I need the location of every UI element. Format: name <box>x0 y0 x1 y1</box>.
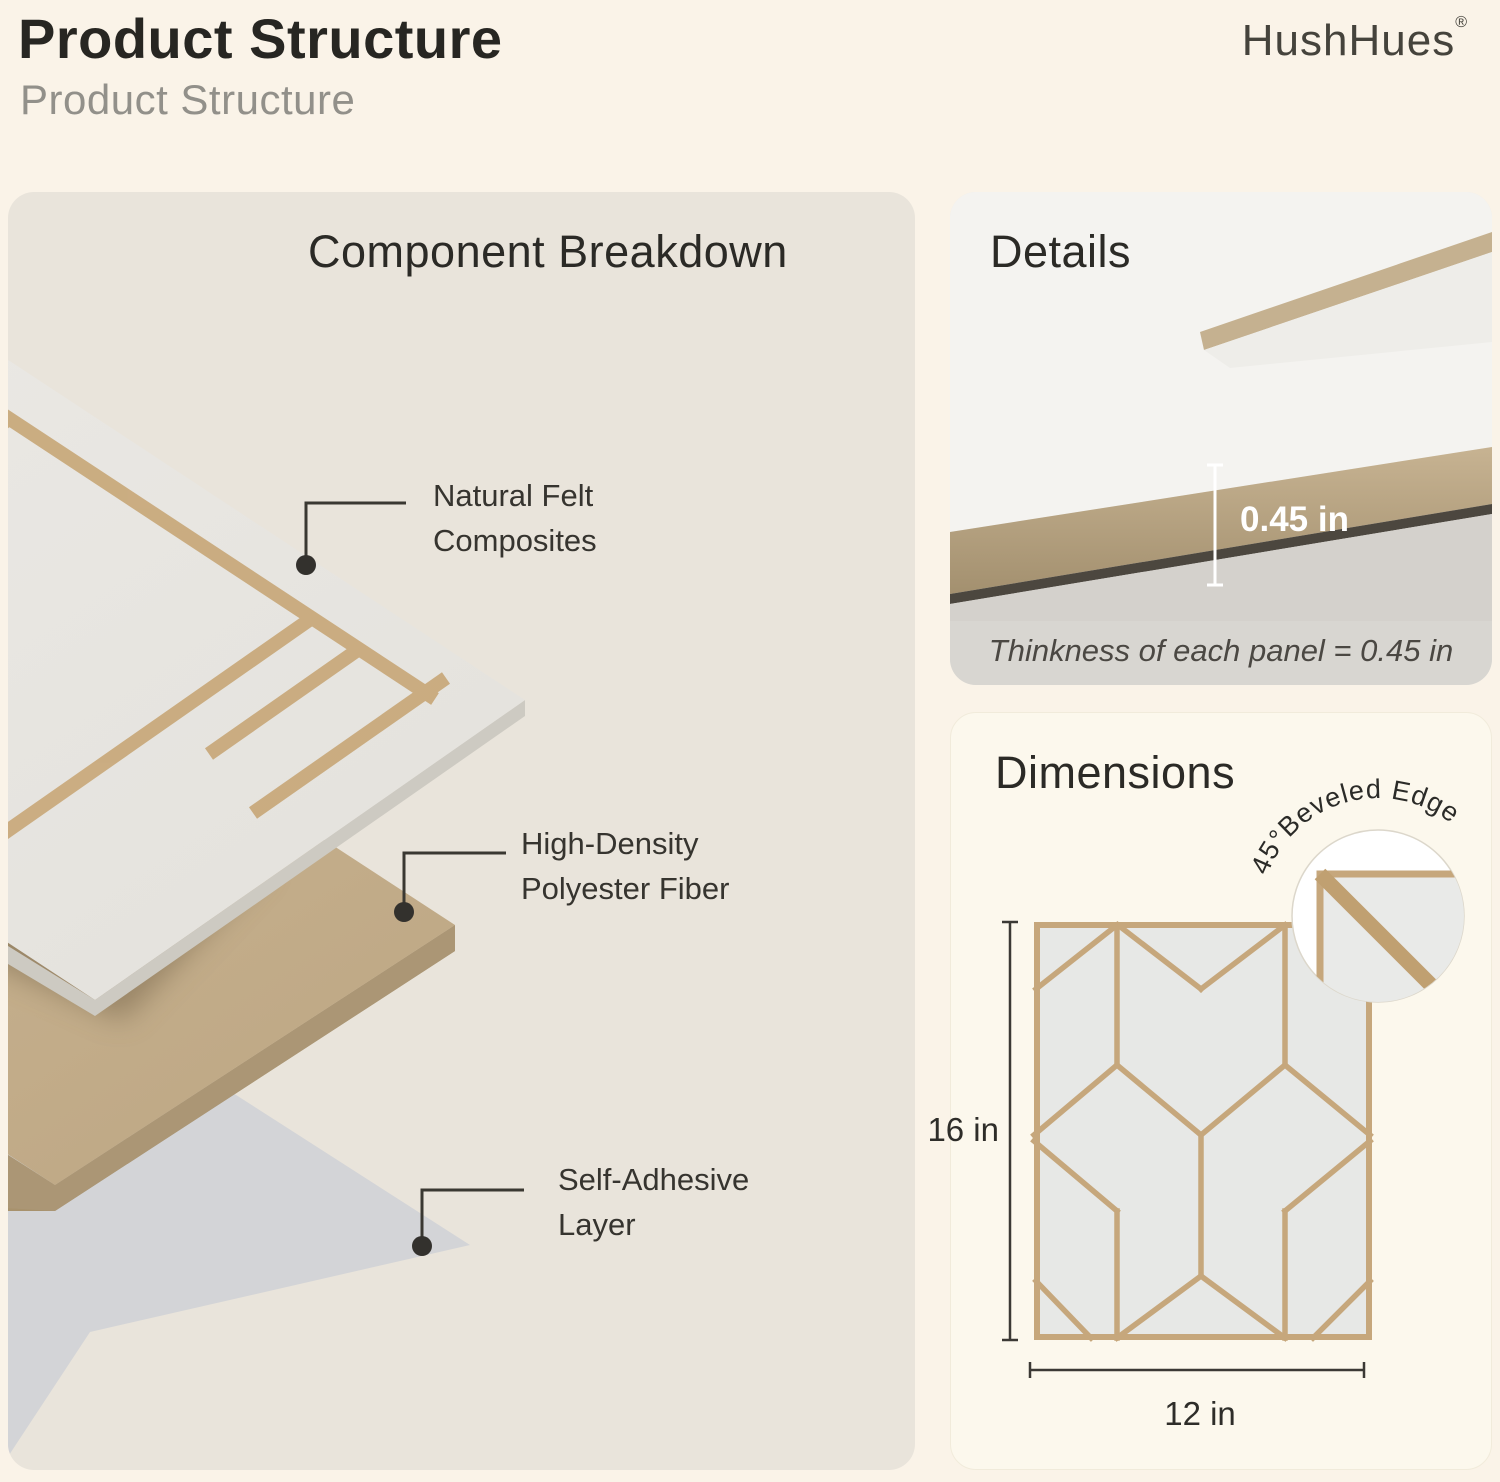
felt-layer-graphic <box>8 359 525 1016</box>
details-caption: Thinkness of each panel = 0.45 in <box>950 621 1492 685</box>
exploded-layers-diagram <box>8 359 525 1457</box>
brand-logo: HushHues® <box>1242 14 1468 66</box>
thickness-measure-line <box>1207 463 1223 587</box>
component-breakdown-heading: Component Breakdown <box>308 226 788 277</box>
dimensions-heading: Dimensions <box>995 747 1236 798</box>
details-card: Details 0.45 in Thinkness of each panel … <box>950 192 1492 685</box>
dimensions-card: 45°Beveled Edge Dimensions 16 in 12 in <box>927 712 1492 1470</box>
panel-front-view <box>1030 921 1374 1342</box>
width-measure-line <box>1028 1362 1366 1378</box>
label-natural-felt: Natural Felt Composites <box>433 478 597 558</box>
width-dimension-label: 12 in <box>1164 1395 1236 1432</box>
page-subtitle: Product Structure <box>20 76 356 123</box>
dimensions-diagram: 45°Beveled Edge <box>1002 774 1465 1378</box>
height-measure-line <box>1002 920 1018 1342</box>
page-title: Product Structure <box>18 7 503 70</box>
component-breakdown-card: Component Breakdown Natural Felt Composi… <box>8 192 915 1470</box>
panel-edge-photo <box>950 192 1492 621</box>
registered-trademark-icon: ® <box>1455 14 1468 31</box>
label-self-adhesive: Self-Adhesive Layer <box>558 1162 750 1242</box>
label-polyester-fiber: High-Density Polyester Fiber <box>521 826 730 906</box>
leader-lines <box>304 501 524 1246</box>
details-heading: Details <box>990 226 1132 277</box>
leader-dots <box>296 555 432 1256</box>
height-dimension-label: 16 in <box>927 1111 999 1148</box>
thickness-value: 0.45 in <box>1240 500 1349 539</box>
brand-name: HushHues <box>1241 16 1456 65</box>
